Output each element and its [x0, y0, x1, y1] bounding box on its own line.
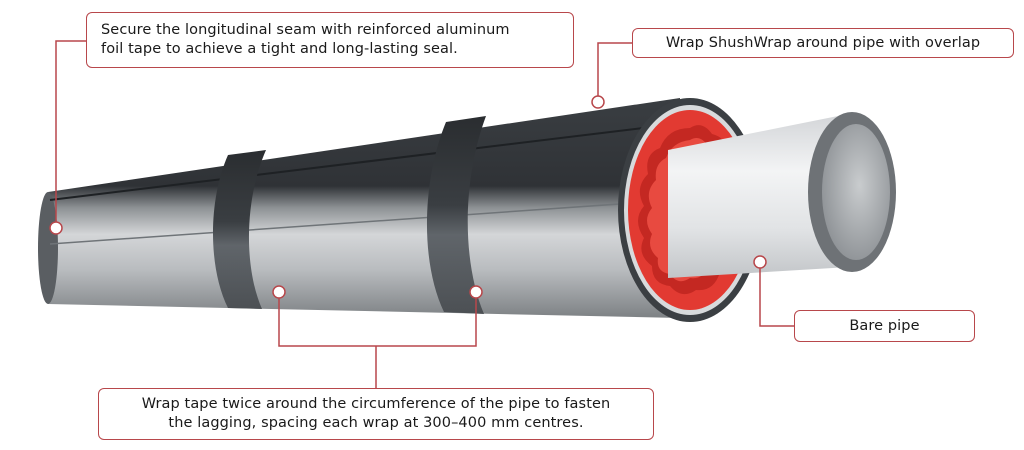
- marker-tape-left: [272, 285, 286, 299]
- longitudinal-seam-highlight: [49, 199, 677, 245]
- callout-seam-tape: Secure the longitudinal seam with reinfo…: [86, 12, 574, 68]
- callout-seam-line2: foil tape to achieve a tight and long-la…: [101, 41, 458, 57]
- callout-bare-pipe: Bare pipe: [794, 310, 975, 342]
- marker-seam: [49, 221, 63, 235]
- leader-wrap: [597, 42, 632, 102]
- leader-seam: [55, 40, 86, 228]
- callout-bare-text: Bare pipe: [849, 317, 920, 334]
- longitudinal-seam: [49, 123, 677, 201]
- marker-wrap: [591, 95, 605, 109]
- callout-seam-line1: Secure the longitudinal seam with reinfo…: [101, 22, 510, 38]
- callout-tape-line1: Wrap tape twice around the circumference…: [141, 396, 611, 412]
- lagging-left-end: [38, 192, 58, 304]
- lagging-body: [48, 98, 680, 318]
- callout-wrap-shushwrap: Wrap ShushWrap around pipe with overlap: [632, 28, 1014, 58]
- marker-bare: [753, 255, 767, 269]
- tape-band-right: [426, 116, 486, 314]
- leader-bare: [759, 262, 794, 327]
- callout-tape-line2: the lagging, spacing each wrap at 300–40…: [168, 415, 584, 431]
- callout-circumference-tape: Wrap tape twice around the circumference…: [98, 388, 654, 440]
- tape-band-left: [213, 150, 266, 309]
- marker-tape-right: [469, 285, 483, 299]
- callout-wrap-text: Wrap ShushWrap around pipe with overlap: [665, 34, 981, 51]
- bare-pipe-bore: [822, 124, 890, 260]
- leader-tape: [278, 292, 477, 388]
